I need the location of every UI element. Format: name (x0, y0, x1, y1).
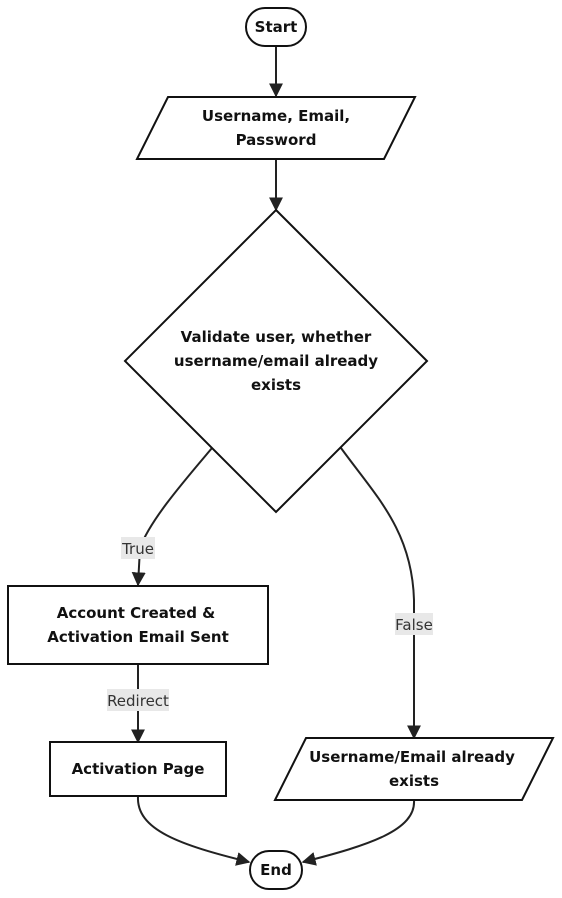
node-end-label: End (260, 861, 292, 879)
node-input-label-line2: Password (236, 131, 317, 149)
node-validate: Validate user, whether username/email al… (123, 208, 429, 514)
edge-label-false: False (395, 613, 433, 635)
node-username-exists-label-line2: exists (389, 772, 439, 790)
node-validate-label-line2: username/email already (174, 352, 378, 370)
edge-validate-to-exists (340, 447, 421, 740)
edge-label-redirect: Redirect (107, 689, 169, 711)
node-activation-page: Activation Page (49, 741, 227, 797)
node-validate-label-line1: Validate user, whether (181, 328, 372, 346)
node-account-created-label-line1: Account Created & (57, 604, 216, 622)
edge-validate-to-created (131, 447, 213, 587)
edge-label-true-text: True (121, 540, 154, 558)
edge-activation-to-end (136, 795, 251, 866)
node-end: End (249, 850, 303, 890)
node-input-label-line1: Username, Email, (202, 107, 350, 125)
edge-label-true: True (121, 537, 155, 559)
node-account-created: Account Created & Activation Email Sent (7, 585, 269, 665)
node-username-exists: Username/Email already exists (273, 737, 555, 801)
edge-exists-to-end (301, 799, 416, 866)
node-username-exists-label-line1: Username/Email already (309, 748, 515, 766)
node-activation-page-label: Activation Page (72, 760, 205, 778)
edge-label-false-text: False (395, 616, 433, 634)
node-account-created-label-line2: Activation Email Sent (47, 628, 229, 646)
node-start: Start (245, 7, 307, 47)
node-input: Username, Email, Password (135, 96, 417, 160)
node-start-label: Start (255, 18, 298, 36)
edge-label-redirect-text: Redirect (107, 692, 169, 710)
node-validate-label-line3: exists (251, 376, 301, 394)
